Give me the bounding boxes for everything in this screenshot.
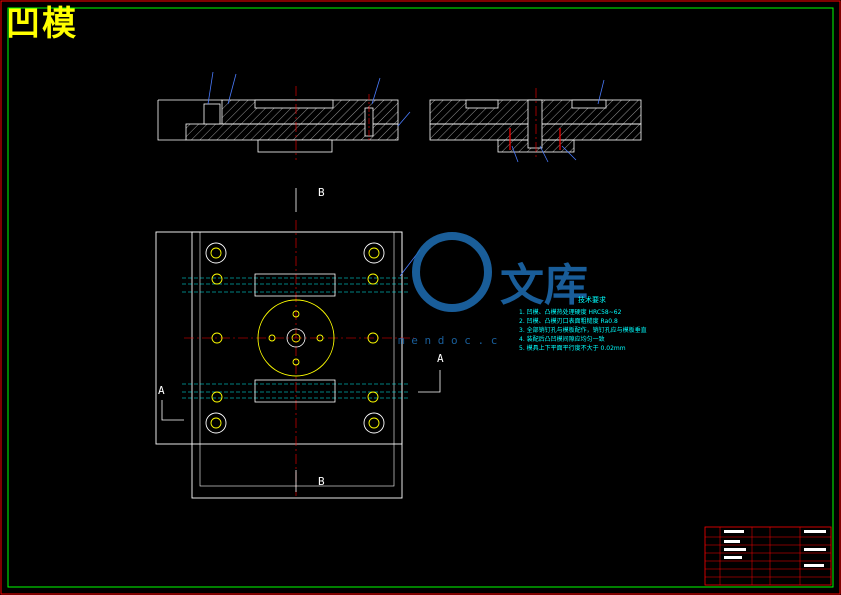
- section-view-right: [429, 79, 642, 163]
- tech-req-line: 1. 凹模、凸模热处理硬度 HRC58~62: [519, 308, 622, 316]
- watermark-url: m e n d o c . c: [398, 334, 497, 347]
- tech-req-line: 5. 模具上下平面平行度不大于 0.02mm: [519, 344, 626, 352]
- section-label-b-top: B: [318, 186, 325, 199]
- section-label-a-left: A: [158, 384, 165, 397]
- drawing-title: 凹模: [6, 4, 78, 44]
- tech-req-heading: 技术要求: [578, 295, 606, 304]
- title-block: [704, 526, 832, 586]
- technical-requirements: 技术要求 1. 凹模、凸模热处理硬度 HRC58~62 2. 凹模、凸模刃口表面…: [519, 295, 647, 352]
- watermark: 文库 m e n d o c . c: [398, 232, 588, 347]
- section-label-a-right: A: [437, 352, 444, 365]
- tech-req-line: 4. 装配后凸凹模间隙应均匀一致: [519, 335, 605, 343]
- plan-view: [155, 188, 441, 499]
- section-label-b-bottom: B: [318, 475, 325, 488]
- watermark-text: 文库: [500, 260, 588, 311]
- tech-req-line: 3. 全部销钉孔与模板配作，销钉孔应与模板垂直: [519, 326, 647, 334]
- section-view-left: [157, 71, 411, 160]
- tech-req-line: 2. 凹模、凸模刃口表面粗糙度 Ra0.8: [519, 317, 618, 325]
- drawing-frame: [7, 7, 834, 588]
